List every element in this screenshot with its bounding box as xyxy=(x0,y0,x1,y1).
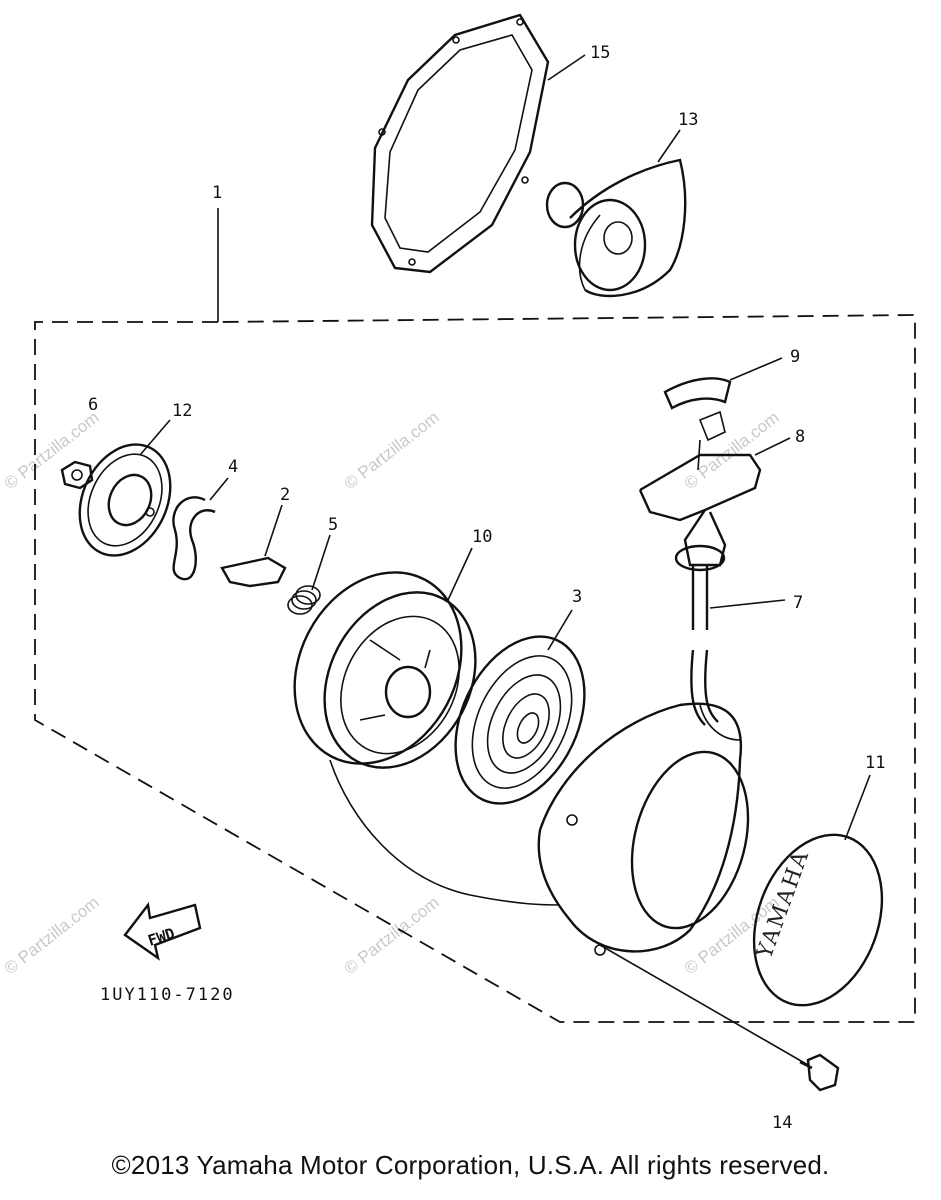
callout-10: 10 xyxy=(472,527,492,547)
callout-9: 9 xyxy=(790,347,800,367)
callout-8: 8 xyxy=(795,427,805,447)
leader-line xyxy=(264,504,283,557)
leader-line xyxy=(547,54,586,81)
leader-line xyxy=(447,547,473,601)
callout-1: 1 xyxy=(212,183,222,203)
leader-line xyxy=(139,419,171,456)
fwd-arrow: FWD xyxy=(123,902,202,961)
part-nut xyxy=(60,460,94,490)
part-gasket xyxy=(370,13,550,274)
callout-4: 4 xyxy=(228,457,238,477)
fwd-label: FWD xyxy=(146,924,177,949)
leader-line xyxy=(311,534,331,591)
leader-line xyxy=(209,477,229,501)
leader-line xyxy=(547,609,573,651)
part-clip xyxy=(172,496,216,581)
part-rope xyxy=(329,565,719,906)
leader-line xyxy=(729,357,783,381)
part-pulley xyxy=(545,158,687,298)
part-starter-case xyxy=(537,702,750,956)
callout-7: 7 xyxy=(793,593,803,613)
callout-12: 12 xyxy=(172,401,192,421)
callout-13: 13 xyxy=(678,110,698,130)
callout-2: 2 xyxy=(280,485,290,505)
part-starter-handle xyxy=(638,410,762,572)
part-pawl xyxy=(220,556,287,588)
callout-3: 3 xyxy=(572,587,582,607)
part-spring xyxy=(287,585,321,615)
callout-15: 15 xyxy=(590,43,610,63)
callout-5: 5 xyxy=(328,515,338,535)
watermark-layer: © Partzilla.com © Partzilla.com © Partzi… xyxy=(1,408,783,979)
part-plate xyxy=(78,443,172,557)
copyright-notice: ©2013 Yamaha Motor Corporation, U.S.A. A… xyxy=(111,1150,830,1180)
leader-line xyxy=(754,437,791,456)
part-reel xyxy=(293,571,477,769)
callout-11: 11 xyxy=(865,753,885,773)
callout-6: 6 xyxy=(88,395,98,415)
callout-14: 14 xyxy=(772,1113,792,1133)
leader-line xyxy=(599,944,809,1066)
part-recoil-spring xyxy=(454,635,586,805)
leader-line xyxy=(709,599,786,609)
part-handle-cap xyxy=(663,377,732,410)
drawing-number: 1UY110-7120 xyxy=(100,985,235,1005)
watermark: © Partzilla.com xyxy=(681,408,783,494)
watermark: © Partzilla.com xyxy=(1,893,103,979)
assembly-boundary xyxy=(34,314,916,1023)
leader-line xyxy=(657,129,681,163)
watermark: © Partzilla.com xyxy=(341,408,443,494)
leader-line xyxy=(844,774,871,841)
part-bolt xyxy=(799,1053,840,1092)
